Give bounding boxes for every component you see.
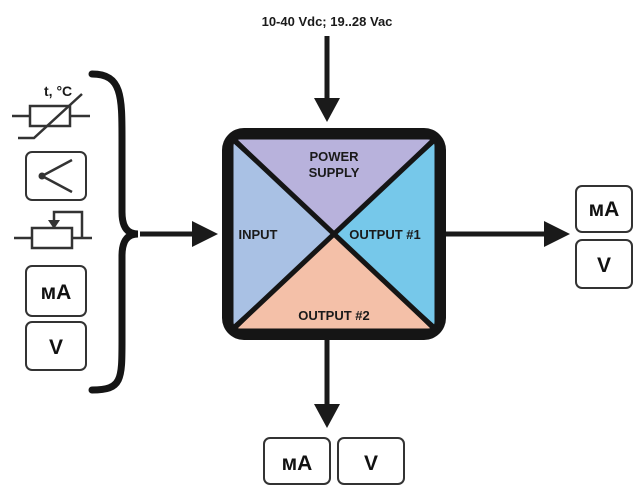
output2-quadrant — [236, 234, 432, 330]
thermoresistor-label: t, °C — [44, 83, 72, 99]
output1-v-label: V — [597, 254, 611, 277]
input-label: INPUT — [239, 227, 278, 242]
output1-quadrant — [334, 142, 436, 326]
power-supply-quadrant — [236, 138, 432, 234]
input-ma-label: мА — [41, 281, 72, 304]
output1-ma-box: мА — [575, 185, 633, 233]
supply-voltage-label: 10-40 Vdc; 19..28 Vac — [262, 14, 393, 29]
output1-arrow — [446, 221, 570, 247]
output1-v-box: V — [575, 239, 633, 289]
thermoresistor-icon: t, °C — [12, 83, 90, 140]
input-group-brace — [88, 70, 139, 394]
input-quadrant — [232, 142, 334, 326]
output1-label: OUTPUT #1 — [349, 227, 421, 242]
output2-ma-label: мА — [282, 452, 313, 475]
converter-block: POWER SUPPLY INPUT OUTPUT #1 OUTPUT #2 — [222, 128, 446, 340]
input-ma-box: мА — [25, 265, 87, 317]
power-supply-label-line1: POWER — [309, 149, 359, 164]
input-arrow — [140, 221, 218, 247]
thermocouple-icon — [25, 151, 87, 201]
output2-arrow — [314, 340, 340, 428]
output2-v-label: V — [364, 452, 378, 475]
potentiometer-icon — [14, 210, 92, 250]
input-v-box: V — [25, 321, 87, 371]
power-supply-label-line2: SUPPLY — [309, 165, 360, 180]
output2-label: OUTPUT #2 — [298, 308, 370, 323]
output1-ma-label: мА — [589, 198, 620, 221]
power-arrow — [314, 36, 340, 122]
input-v-label: V — [49, 336, 63, 359]
output2-ma-box: мА — [263, 437, 331, 485]
output2-v-box: V — [337, 437, 405, 485]
